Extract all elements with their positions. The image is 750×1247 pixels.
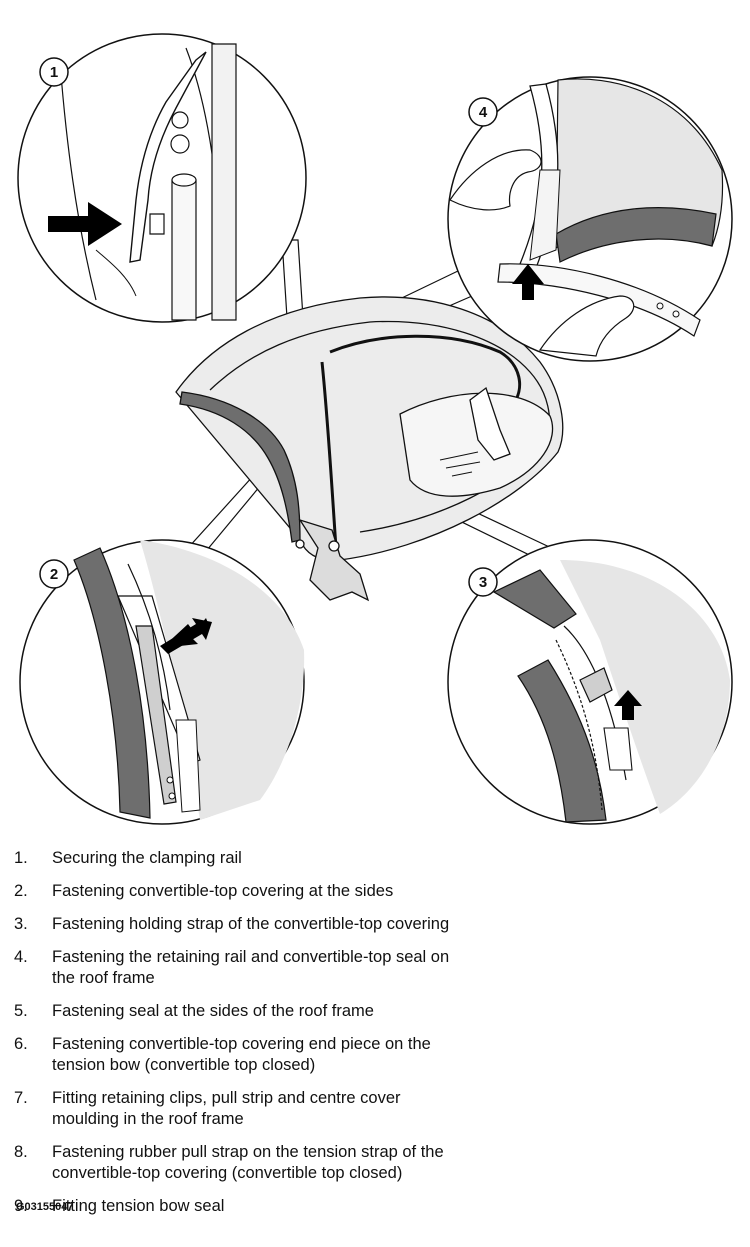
callout-3: 3 xyxy=(468,567,498,597)
svg-text:4: 4 xyxy=(479,104,488,121)
arrow-icon xyxy=(160,618,212,654)
detail-circle-3 xyxy=(447,539,733,825)
legend-item: 1.Securing the clamping rail xyxy=(14,849,242,867)
figure-code: G03155047 xyxy=(16,1201,74,1213)
callout-4: 4 xyxy=(468,97,498,127)
legend-item: 9.Fitting tension bow seal xyxy=(14,1197,225,1215)
detail-circle-4 xyxy=(447,76,733,362)
legend-item: 6.Fastening convertible-top covering end… xyxy=(14,1035,431,1074)
svg-text:2: 2 xyxy=(50,566,58,583)
legend-item: 2.Fastening convertible-top covering at … xyxy=(14,882,394,900)
callout-2: 2 xyxy=(39,559,69,589)
svg-text:3: 3 xyxy=(479,574,487,591)
detail-circle-1 xyxy=(17,33,307,323)
detail-circle-2 xyxy=(19,539,305,825)
convertible-top-illustration: 1 4 2 3 xyxy=(17,33,733,825)
legend-item: 7.Fitting retaining clips, pull strip an… xyxy=(14,1089,401,1128)
arrow-icon xyxy=(614,690,642,720)
svg-text:1: 1 xyxy=(50,64,58,81)
arrow-icon xyxy=(512,264,544,300)
legend-item: 3.Fastening holding strap of the convert… xyxy=(14,915,450,933)
callout-1: 1 xyxy=(39,57,69,87)
arrow-icon xyxy=(48,202,122,246)
legend-item: 5.Fastening seal at the sides of the roo… xyxy=(14,1002,374,1020)
legend-list: 1.Securing the clamping rail 2.Fastening… xyxy=(14,848,734,1229)
legend-item: 8.Fastening rubber pull strap on the ten… xyxy=(14,1143,444,1182)
convertible-top-shell xyxy=(175,296,564,602)
legend-item: 4.Fastening the retaining rail and conve… xyxy=(14,948,450,987)
